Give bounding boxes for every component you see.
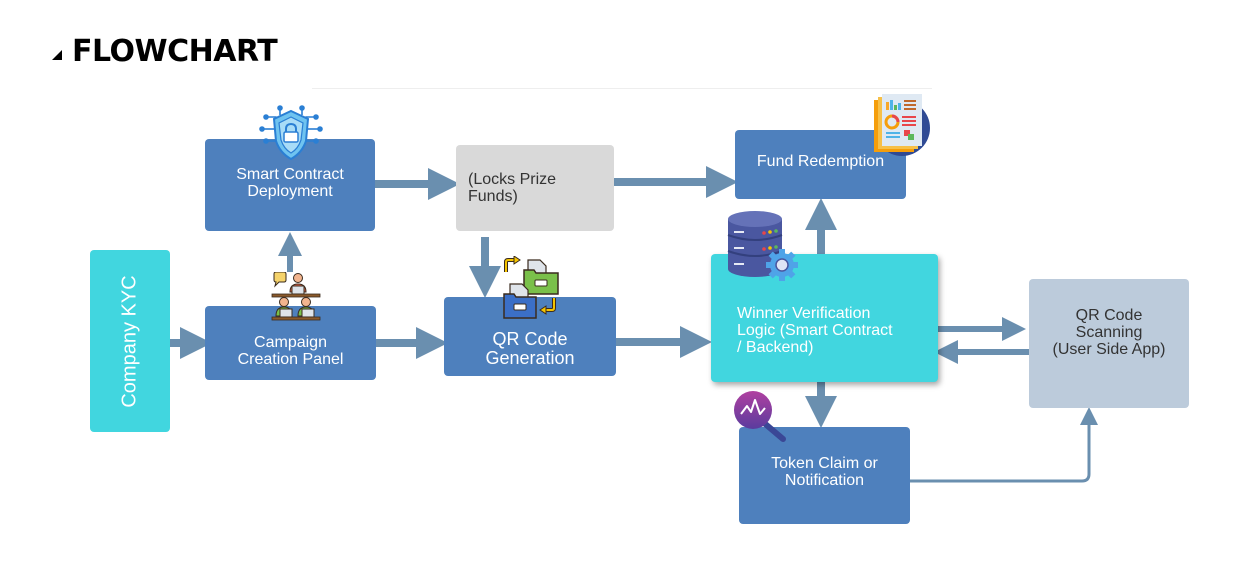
folder-transfer-icon xyxy=(503,256,559,319)
shield-lock-icon xyxy=(259,105,323,161)
divider xyxy=(312,88,932,89)
node-company-kyc[interactable]: Company KYC xyxy=(90,250,170,432)
node-winner-verification[interactable]: Winner Verification Logic (Smart Contrac… xyxy=(711,254,938,382)
database-gear-icon xyxy=(727,211,798,281)
node-token-claim[interactable]: Token Claim or Notification xyxy=(739,427,910,524)
page-title: FLOWCHART xyxy=(72,34,278,69)
node-label: Company KYC xyxy=(118,274,141,408)
team-meeting-icon xyxy=(271,272,321,321)
node-qr-code-scanning[interactable]: QR Code Scanning (User Side App) xyxy=(1029,279,1189,408)
node-label: Winner Verification Logic (Smart Contrac… xyxy=(737,304,893,356)
triangle-collapse-icon[interactable] xyxy=(52,49,62,60)
node-label: Campaign Creation Panel xyxy=(237,334,344,368)
node-label: (Locks Prize Funds) xyxy=(468,171,557,205)
node-label: QR Code Generation xyxy=(485,328,575,368)
node-label: Smart Contract Deployment xyxy=(236,166,344,200)
node-locks-prize-funds[interactable]: (Locks Prize Funds) xyxy=(456,145,614,231)
flowchart-header: FLOWCHART xyxy=(52,34,278,69)
node-label: QR Code Scanning (User Side App) xyxy=(1052,307,1166,358)
edge-token-claim-to-qr-scanning xyxy=(910,407,1098,483)
report-document-icon xyxy=(874,94,930,156)
node-label: Fund Redemption xyxy=(756,153,885,170)
analytics-search-icon xyxy=(734,391,786,442)
node-label: Token Claim or Notification xyxy=(771,455,878,489)
